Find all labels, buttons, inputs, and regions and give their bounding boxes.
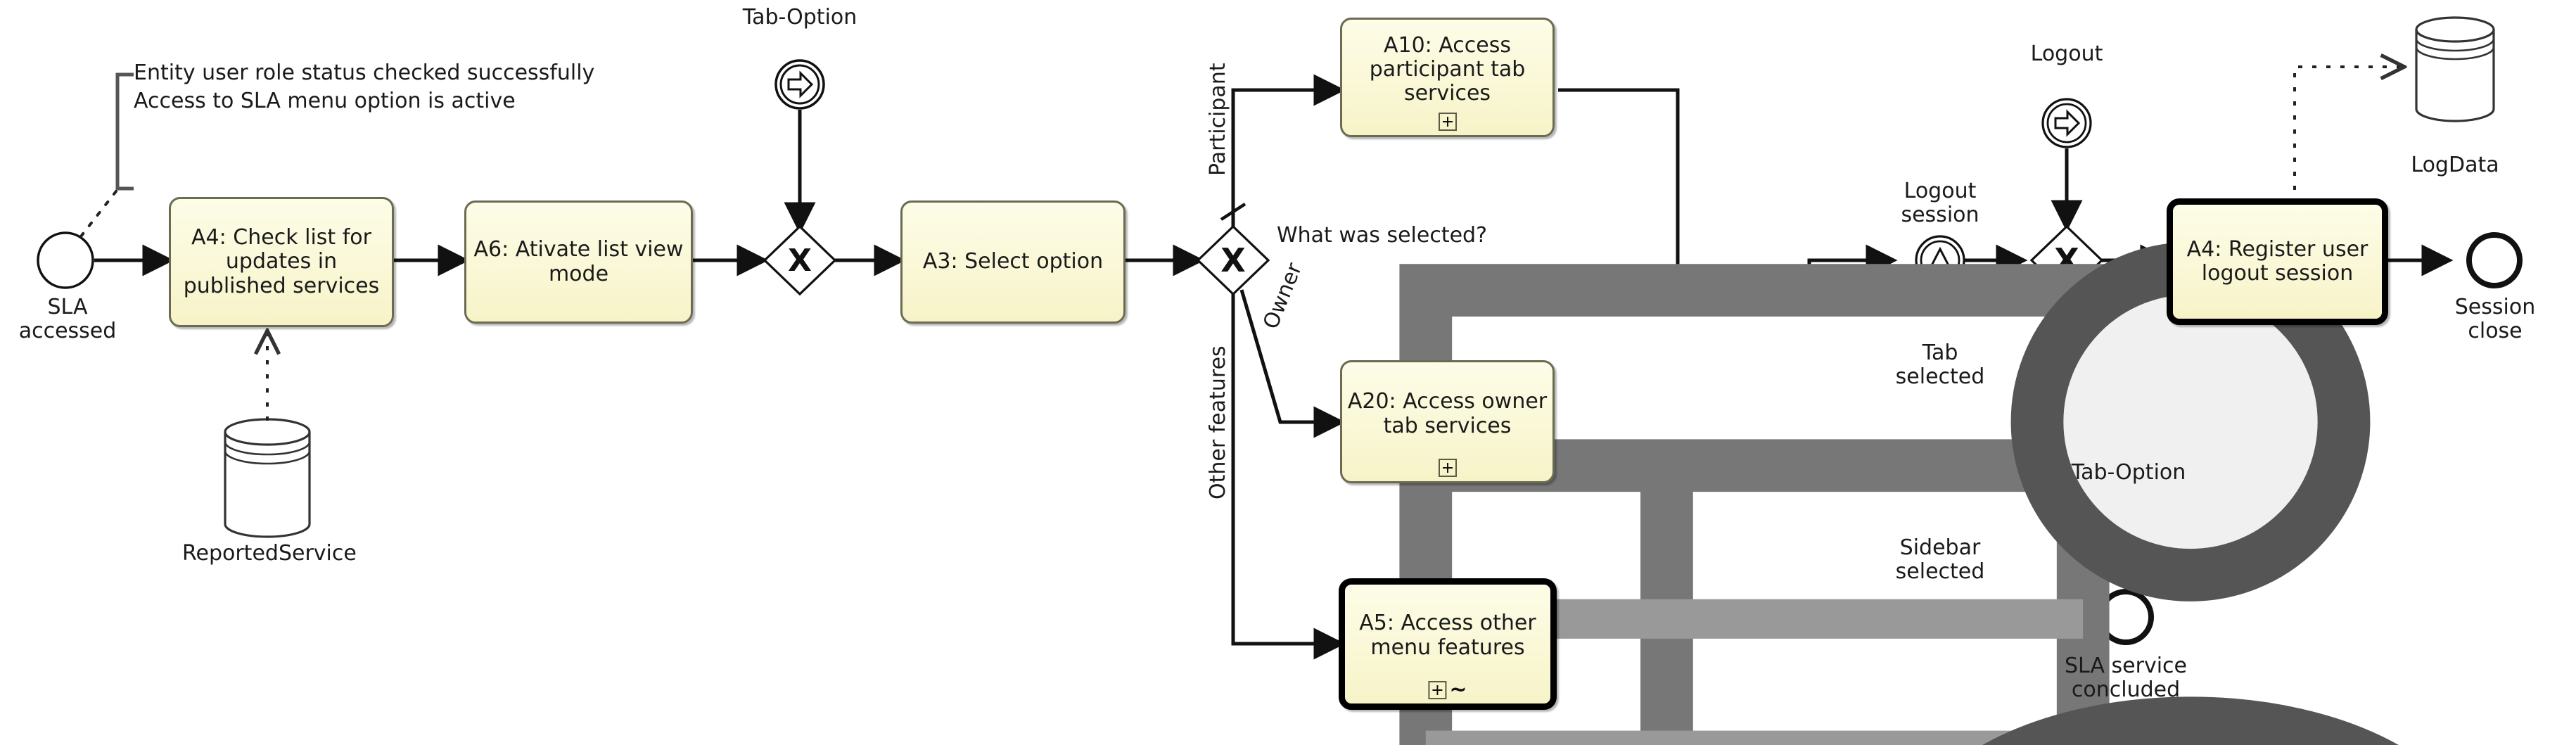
data-store-reported-service-label: ReportedService: [182, 541, 357, 566]
text-annotation-line1: Entity user role status checked successf…: [134, 61, 595, 85]
tab-option-top-label: Tab-Option: [742, 5, 857, 30]
assoc-a4register-to-logdata: [2293, 67, 2404, 204]
task-a5-access-other-menu-features[interactable]: A5: Access other menu features ~: [1339, 578, 1557, 710]
flow-label-other-features: Other features: [1206, 345, 1230, 499]
tab-selected-label: Tab selected: [1895, 340, 1985, 389]
task-a4-check-list-label: A4: Check list for updates in published …: [183, 225, 380, 298]
annotation-bracket: [75, 72, 134, 244]
flow-owner: [1239, 289, 1346, 438]
data-store-log-data: [2415, 16, 2495, 122]
plus-icon: [1438, 113, 1457, 131]
flow-participant: [1231, 74, 1346, 227]
exclusive-gateway-decision[interactable]: X: [1196, 224, 1270, 296]
default-flow-marker: [1220, 203, 1246, 221]
subprocess-marker: [1438, 459, 1457, 477]
intermediate-event-logout-top[interactable]: [2041, 98, 2092, 148]
plus-icon: [1428, 681, 1447, 699]
task-a4-check-list[interactable]: A4: Check list for updates in published …: [169, 197, 394, 327]
task-a6-activate-list-view[interactable]: A6: Ativate list view mode: [464, 200, 2110, 745]
task-a5-label: A5: Access other menu features: [1359, 611, 1536, 660]
task-a4-register-label: A4: Register user logout session: [2186, 236, 2368, 286]
exclusive-gateway-1[interactable]: X: [763, 224, 837, 296]
flow-label-participant: Participant: [1206, 63, 1230, 176]
session-close-label: Session close: [2454, 295, 2536, 343]
sla-service-concluded-label: SLA service concluded: [2065, 654, 2187, 702]
adhoc-subprocess-marker: ~: [1428, 677, 1467, 702]
logout-top-label: Logout: [2030, 42, 2103, 66]
data-store-reported-service: [224, 418, 311, 538]
logout-session-label: Logout session: [1901, 179, 1979, 227]
task-a4-register-user-logout-session[interactable]: A4: Register user logout session: [2167, 198, 2388, 325]
tilde-icon: ~: [1449, 677, 1467, 702]
task-a20-access-owner-tab-services[interactable]: A20: Access owner tab services: [1340, 360, 1555, 483]
text-annotation-line2: Access to SLA menu option is active: [134, 89, 516, 113]
tab-option-end-label: Tab-Option: [2071, 460, 2186, 485]
task-a6-activate-list-view-label: A6: Ativate list view mode: [473, 237, 684, 286]
intermediate-event-tab-option-top[interactable]: [774, 59, 825, 110]
end-event-session-close[interactable]: [2466, 232, 2523, 288]
svg-text:X: X: [1220, 241, 1245, 279]
gateway-question-label: What was selected?: [1277, 223, 1488, 248]
task-a3-select-option[interactable]: A3: Select option: [900, 200, 2399, 745]
svg-text:X: X: [788, 243, 812, 279]
task-a10-access-participant-tab-services[interactable]: A10: Access participant tab services: [1340, 18, 1555, 137]
plus-icon: [1438, 459, 1457, 477]
sidebar-selected-label: Sidebar selected: [1895, 535, 1985, 584]
flow-other-features: [1231, 294, 1346, 660]
start-event-sla-accessed[interactable]: [37, 231, 94, 289]
task-a3-select-option-label: A3: Select option: [922, 249, 1104, 274]
start-event-label: SLA accessed: [18, 295, 117, 343]
subprocess-marker: [1438, 113, 1457, 131]
task-a20-label: A20: Access owner tab services: [1347, 389, 1548, 438]
task-a10-label: A10: Access participant tab services: [1369, 32, 1526, 106]
data-store-log-data-label: LogData: [2411, 153, 2499, 177]
